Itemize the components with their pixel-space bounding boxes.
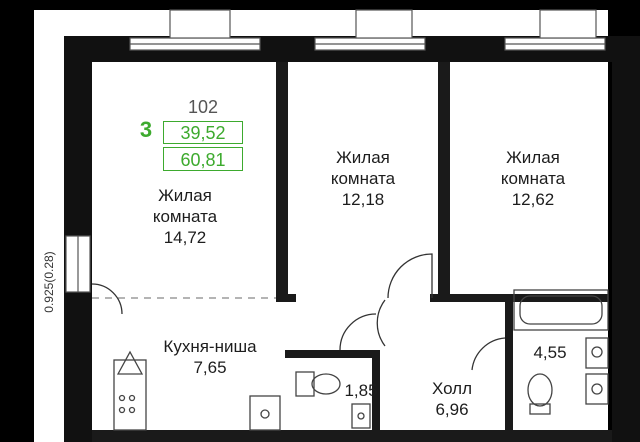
- room-area: 14,72: [163, 228, 207, 247]
- room-living-3: Жилая комната 12,62: [468, 147, 598, 210]
- room-name: Кухня-ниша: [163, 337, 257, 356]
- room-living-2: Жилая комната 12,18: [298, 147, 428, 210]
- side-dimension-label: 0.925(0.28): [42, 251, 56, 313]
- room-area: 4,55: [533, 343, 567, 362]
- room-kitchen: Кухня-ниша 7,65: [140, 336, 280, 378]
- living-area: 39,52: [163, 121, 243, 144]
- apartment-number: 102: [187, 97, 219, 117]
- room-living-1: Жилая комната 14,72: [120, 185, 250, 248]
- room-name: Жилая комната: [500, 148, 566, 188]
- wc-fixtures: [249, 371, 371, 431]
- windows: [65, 9, 606, 293]
- total-area: 60,81: [163, 147, 243, 171]
- room-hall: Холл 6,96: [412, 378, 492, 420]
- room-area: 12,62: [511, 190, 555, 209]
- doors: [91, 253, 506, 371]
- room-area: 6,96: [435, 400, 469, 419]
- room-bath: 4,55: [520, 342, 580, 363]
- room-name: Холл: [431, 379, 473, 398]
- kitchen-fixtures: [113, 350, 147, 431]
- room-area: 1,85: [344, 381, 378, 400]
- room-area: 12,18: [341, 190, 385, 209]
- apartment-badge: 3 102 39,52 60,81: [133, 95, 243, 175]
- room-count: 3: [139, 117, 153, 142]
- interior-walls: [92, 62, 612, 442]
- bath-fixtures: [513, 289, 609, 415]
- room-wc: 1,85: [336, 380, 386, 401]
- room-area: 7,65: [193, 358, 227, 377]
- room-name: Жилая комната: [330, 148, 396, 188]
- room-name: Жилая комната: [152, 186, 218, 226]
- side-dimension: 0.925(0.28): [40, 232, 58, 332]
